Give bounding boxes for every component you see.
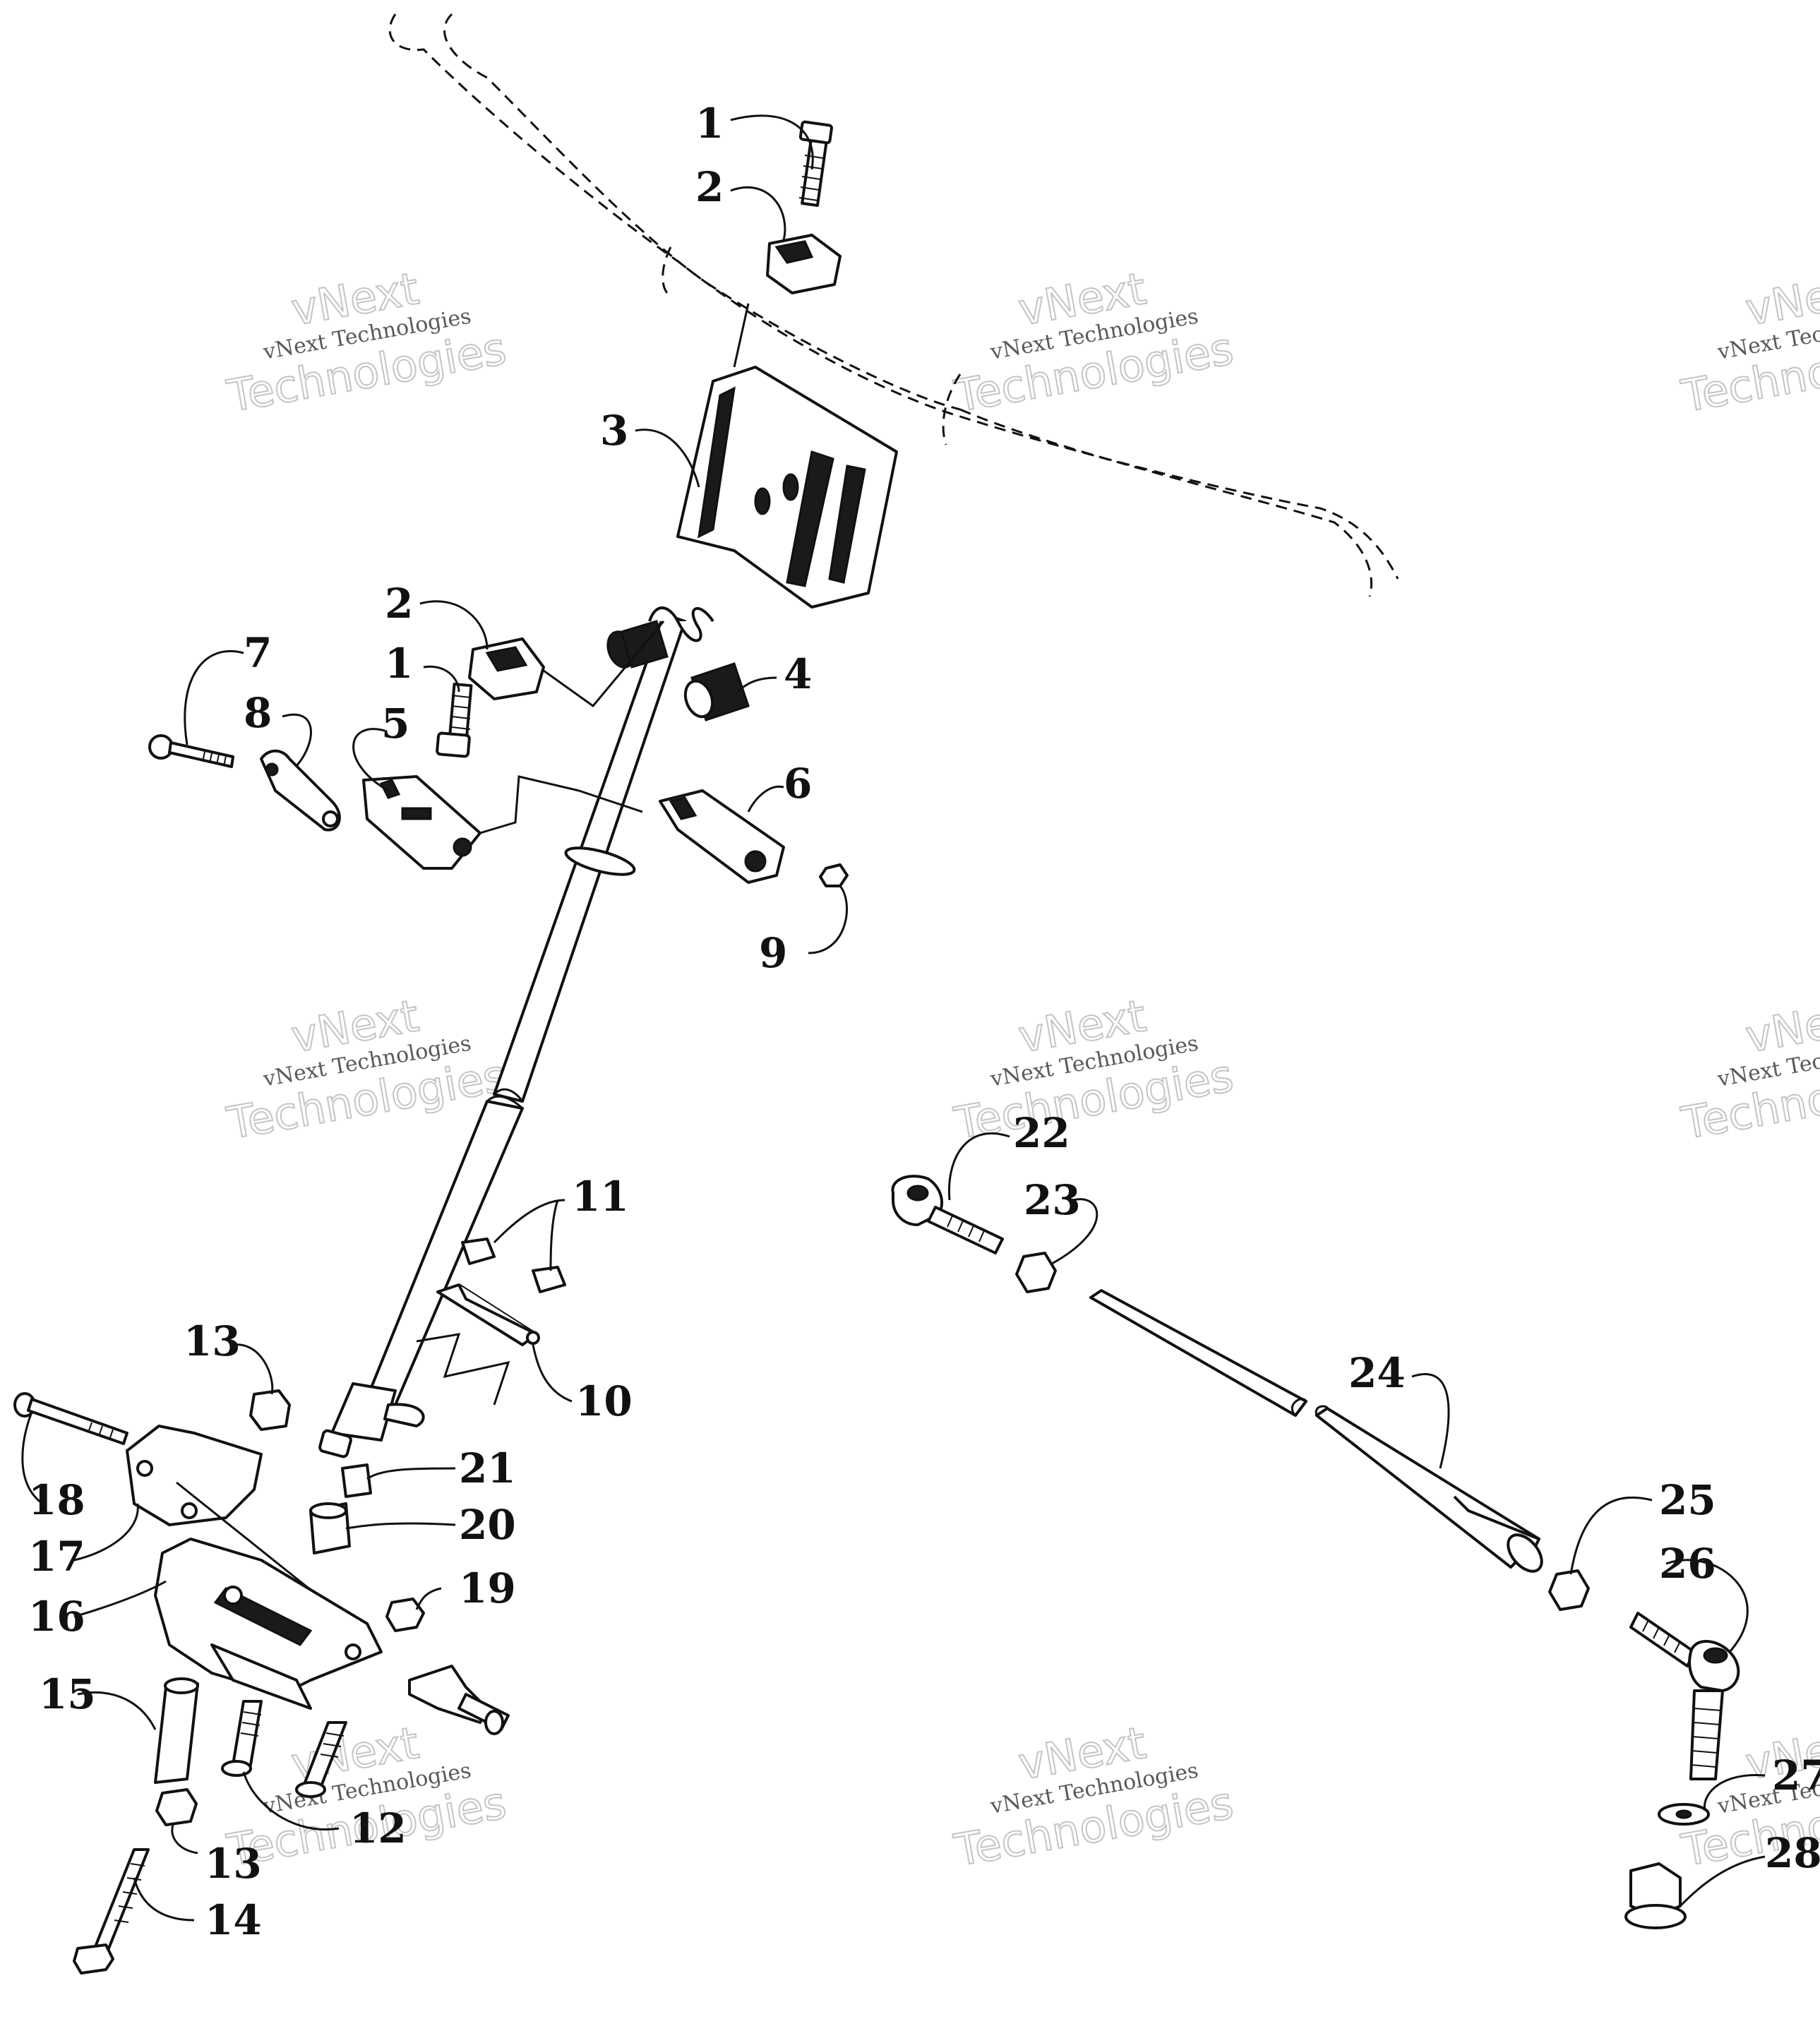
spacer-block — [341, 1463, 372, 1498]
nut-flange-upper — [249, 1389, 291, 1431]
callout-labels: 1 2 3 2 1 4 7 8 5 6 9 22 23 11 24 13 10 … — [28, 100, 1820, 1944]
nut-right — [385, 1598, 425, 1632]
callout-1: 1 — [695, 100, 724, 148]
callout-17: 17 — [28, 1533, 85, 1581]
watermark: vNext vNext Technologies Technologies — [1677, 989, 1820, 1150]
clamp-half-right — [659, 789, 785, 884]
handlebar-outline — [388, 13, 1399, 597]
mount-bracket — [260, 749, 341, 832]
callout-25: 25 — [1659, 1476, 1716, 1524]
callout-7: 7 — [244, 629, 272, 677]
watermark: vNext vNext Technologies Technologies — [222, 262, 510, 423]
steering-shaft — [318, 606, 714, 1458]
tie-rod-end-left — [891, 1175, 1004, 1254]
callout-3: 3 — [600, 407, 628, 455]
bolt-lower — [436, 683, 473, 758]
mount-bolt — [13, 1392, 128, 1445]
lower-mount-bracket — [154, 1538, 383, 1710]
callout-2: 2 — [695, 163, 724, 211]
spacer-tube — [154, 1677, 199, 1784]
long-bolt — [148, 734, 234, 768]
watermark: vNext vNext Technologies Technologies — [950, 262, 1238, 423]
callout-12: 12 — [349, 1804, 407, 1852]
tie-rod-end-right — [1629, 1612, 1740, 1780]
nut-pair — [461, 1238, 566, 1293]
upper-bracket — [436, 1283, 540, 1346]
callout-21: 21 — [459, 1444, 516, 1492]
clamp-half — [362, 775, 481, 870]
callout-11: 11 — [572, 1173, 629, 1221]
connector-line — [543, 621, 665, 708]
long-bolt-lower — [73, 1848, 150, 1975]
flange-nut — [1624, 1862, 1687, 1929]
nut-small — [819, 863, 849, 887]
jam-nut-right — [1548, 1569, 1590, 1611]
handlebar-clamp-block — [676, 366, 898, 609]
callout-9: 9 — [759, 929, 787, 977]
leader-lines — [21, 114, 1766, 1922]
tie-rod-end-small — [408, 1665, 510, 1735]
bushing-cylinder — [606, 620, 750, 721]
clamp-upper — [766, 234, 842, 294]
callout-6: 6 — [784, 760, 812, 808]
watermark-group: vNext vNext Technologies Technologies vN… — [222, 262, 1820, 1877]
callout-18: 18 — [28, 1476, 85, 1524]
callout-8: 8 — [244, 689, 272, 737]
callout-19: 19 — [459, 1564, 516, 1612]
connector-line — [416, 1333, 510, 1406]
callout-13: 13 — [184, 1317, 241, 1365]
bushing-block — [309, 1502, 351, 1554]
callout-14: 14 — [205, 1896, 262, 1944]
callout-1: 1 — [385, 640, 413, 688]
upper-mount-bracket — [126, 1425, 354, 1625]
washer — [1658, 1803, 1710, 1826]
jam-nut-left — [1015, 1252, 1057, 1293]
watermark: vNext vNext Technologies Technologies — [222, 989, 510, 1150]
callout-15: 15 — [39, 1670, 96, 1718]
watermark: vNext vNext Technologies Technologies — [950, 1716, 1238, 1877]
watermark: vNext vNext Technologies Technologies — [950, 989, 1238, 1150]
callout-10: 10 — [575, 1377, 633, 1425]
connector-line — [479, 775, 580, 834]
watermark: vNext vNext Technologies Technologies — [1677, 262, 1820, 423]
connector-line — [578, 789, 643, 813]
callout-24: 24 — [1348, 1349, 1406, 1397]
callout-23: 23 — [1024, 1176, 1081, 1224]
clamp-axis-line — [733, 303, 750, 368]
bolt-pair — [221, 1700, 347, 1798]
callout-22: 22 — [1013, 1109, 1070, 1157]
callout-16: 16 — [28, 1593, 85, 1641]
nut-flange-lower — [155, 1788, 198, 1826]
callout-27: 27 — [1772, 1751, 1820, 1799]
callout-2: 2 — [385, 580, 413, 628]
clamp-lower — [468, 637, 545, 700]
callout-13: 13 — [205, 1840, 262, 1888]
callout-26: 26 — [1659, 1540, 1716, 1588]
callout-20: 20 — [459, 1501, 516, 1549]
tie-rod — [1089, 1289, 1543, 1573]
callout-28: 28 — [1765, 1829, 1820, 1877]
callout-5: 5 — [381, 700, 409, 748]
callout-4: 4 — [784, 650, 812, 698]
